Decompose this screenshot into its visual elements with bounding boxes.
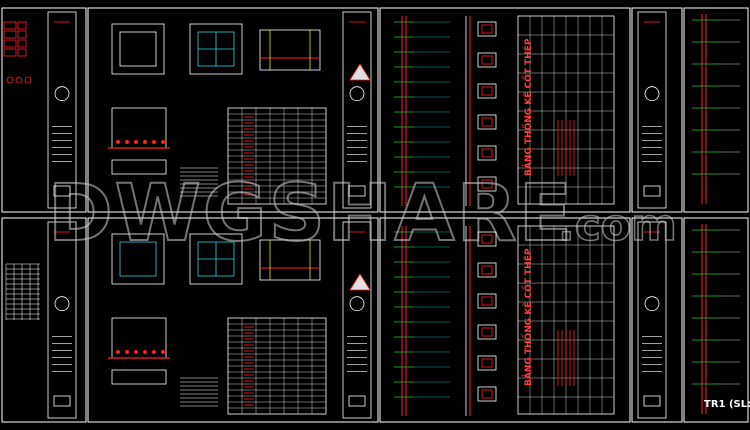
s3-sec-1-3 (477, 324, 497, 340)
s2-logo-1 (349, 273, 371, 291)
s3-sec-in-0-4 (481, 148, 493, 158)
s2-elev-bar-0-5 (160, 139, 165, 144)
s2-elev-bar-0-2 (133, 139, 138, 144)
title-block-circle-a0 (54, 86, 70, 102)
s1-detail-b-3 (17, 48, 27, 57)
title-block-circle-c1 (644, 296, 660, 312)
title-block-circle-a1 (54, 296, 70, 312)
s3-sec-in-1-5 (481, 389, 493, 399)
s3-sec-in-1-2 (481, 296, 493, 306)
s3-sec-1-0 (477, 231, 497, 247)
s1-bolt-0 (6, 76, 14, 84)
sheet-frame-1-0 (1, 217, 87, 423)
sheet-frame-1-1 (87, 217, 379, 423)
s2-plan-a-in-0 (119, 31, 157, 67)
s2-plan-b-0 (189, 23, 243, 75)
table-title-bottom: BẢNG THỐNG KÊ CỐT THÉP (521, 248, 534, 386)
s2-elev-bar-1-5 (160, 349, 165, 354)
title-block-b0 (342, 11, 372, 209)
title-block-a0 (47, 11, 77, 209)
s3-sec-1-2 (477, 293, 497, 309)
s2-elev-bar-1-2 (133, 349, 138, 354)
s1-detail-0 (3, 21, 17, 30)
s2-sec-1 (259, 239, 321, 281)
title-block-b1 (342, 221, 372, 419)
s2-plan-a-in-1 (119, 241, 157, 277)
s1-bolt-1 (15, 76, 23, 84)
s3-sec-in-1-3 (481, 327, 493, 337)
s2-elev-0 (111, 107, 167, 149)
s2-elev-bar-1-0 (116, 349, 121, 354)
s2-plan-a-1 (111, 233, 165, 285)
s3-sec-0-5 (477, 176, 497, 192)
s3-sec-1-1 (477, 262, 497, 278)
table-title-top: BẢNG THỐNG KÊ CỐT THÉP (521, 38, 534, 176)
s3-sec-0-4 (477, 145, 497, 161)
s2-elev-b-1 (111, 369, 167, 385)
s2-elev-bar-0-0 (116, 139, 121, 144)
s3-sec-in-1-1 (481, 265, 493, 275)
s1-bolt-2 (24, 76, 32, 84)
s1-detail-1 (3, 30, 17, 39)
title-block-circle-c0 (644, 86, 660, 102)
s3-sec-in-0-5 (481, 179, 493, 189)
s2-elev-bar-0-3 (142, 139, 147, 144)
s3-sec-in-0-1 (481, 55, 493, 65)
s1-detail-b-2 (17, 39, 27, 48)
title-block-a1 (47, 221, 77, 419)
title-block-c1 (637, 221, 667, 419)
s2-elev-bar-1-4 (151, 349, 156, 354)
s2-elev-bar-0-1 (125, 139, 130, 144)
sheet-frame-1-4 (683, 217, 749, 423)
sheet-frame-0-1 (87, 7, 379, 213)
s3-sec-0-1 (477, 52, 497, 68)
sheet-frame-1-3 (631, 217, 683, 423)
sheet-frame-0-3 (631, 7, 683, 213)
s3-sec-in-1-0 (481, 234, 493, 244)
s2-logo-0 (349, 63, 371, 81)
s3-sec-in-0-2 (481, 86, 493, 96)
s2-elev-1 (111, 317, 167, 359)
s1-detail-2 (3, 39, 17, 48)
s3-sec-in-1-4 (481, 358, 493, 368)
title-box-b0 (348, 185, 366, 197)
s3-sec-1-5 (477, 386, 497, 402)
sheet-frame-0-4 (683, 7, 749, 213)
title-box-c1 (643, 395, 661, 407)
title-block-c0 (637, 11, 667, 209)
title-block-circle-b1 (349, 296, 365, 312)
s3-sec-0-3 (477, 114, 497, 130)
s3-sec-0-2 (477, 83, 497, 99)
title-box-b1 (348, 395, 366, 407)
s2-plan-b-1 (189, 233, 243, 285)
sheet-frame-0-2 (379, 7, 631, 213)
s3-sec-in-0-0 (481, 24, 493, 34)
s3-sec-0-0 (477, 21, 497, 37)
s3-sec-in-0-3 (481, 117, 493, 127)
s2-elev-bar-0-4 (151, 139, 156, 144)
sheet-frame-1-2 (379, 217, 631, 423)
s2-elev-bar-1-1 (125, 349, 130, 354)
s2-plan-a-0 (111, 23, 165, 75)
column-label: TR1 (SL:02) (704, 399, 750, 410)
s1-detail-b-0 (17, 21, 27, 30)
s3-sec-1-4 (477, 355, 497, 371)
s2-elev-bar-1-3 (142, 349, 147, 354)
s2-elev-b-0 (111, 159, 167, 175)
title-block-circle-b0 (349, 86, 365, 102)
s1-detail-b-1 (17, 30, 27, 39)
title-box-a1 (53, 395, 71, 407)
title-box-c0 (643, 185, 661, 197)
sheet-frame-0-0 (1, 7, 87, 213)
title-box-a0 (53, 185, 71, 197)
s2-sec-0 (259, 29, 321, 71)
s1-detail-3 (3, 48, 17, 57)
